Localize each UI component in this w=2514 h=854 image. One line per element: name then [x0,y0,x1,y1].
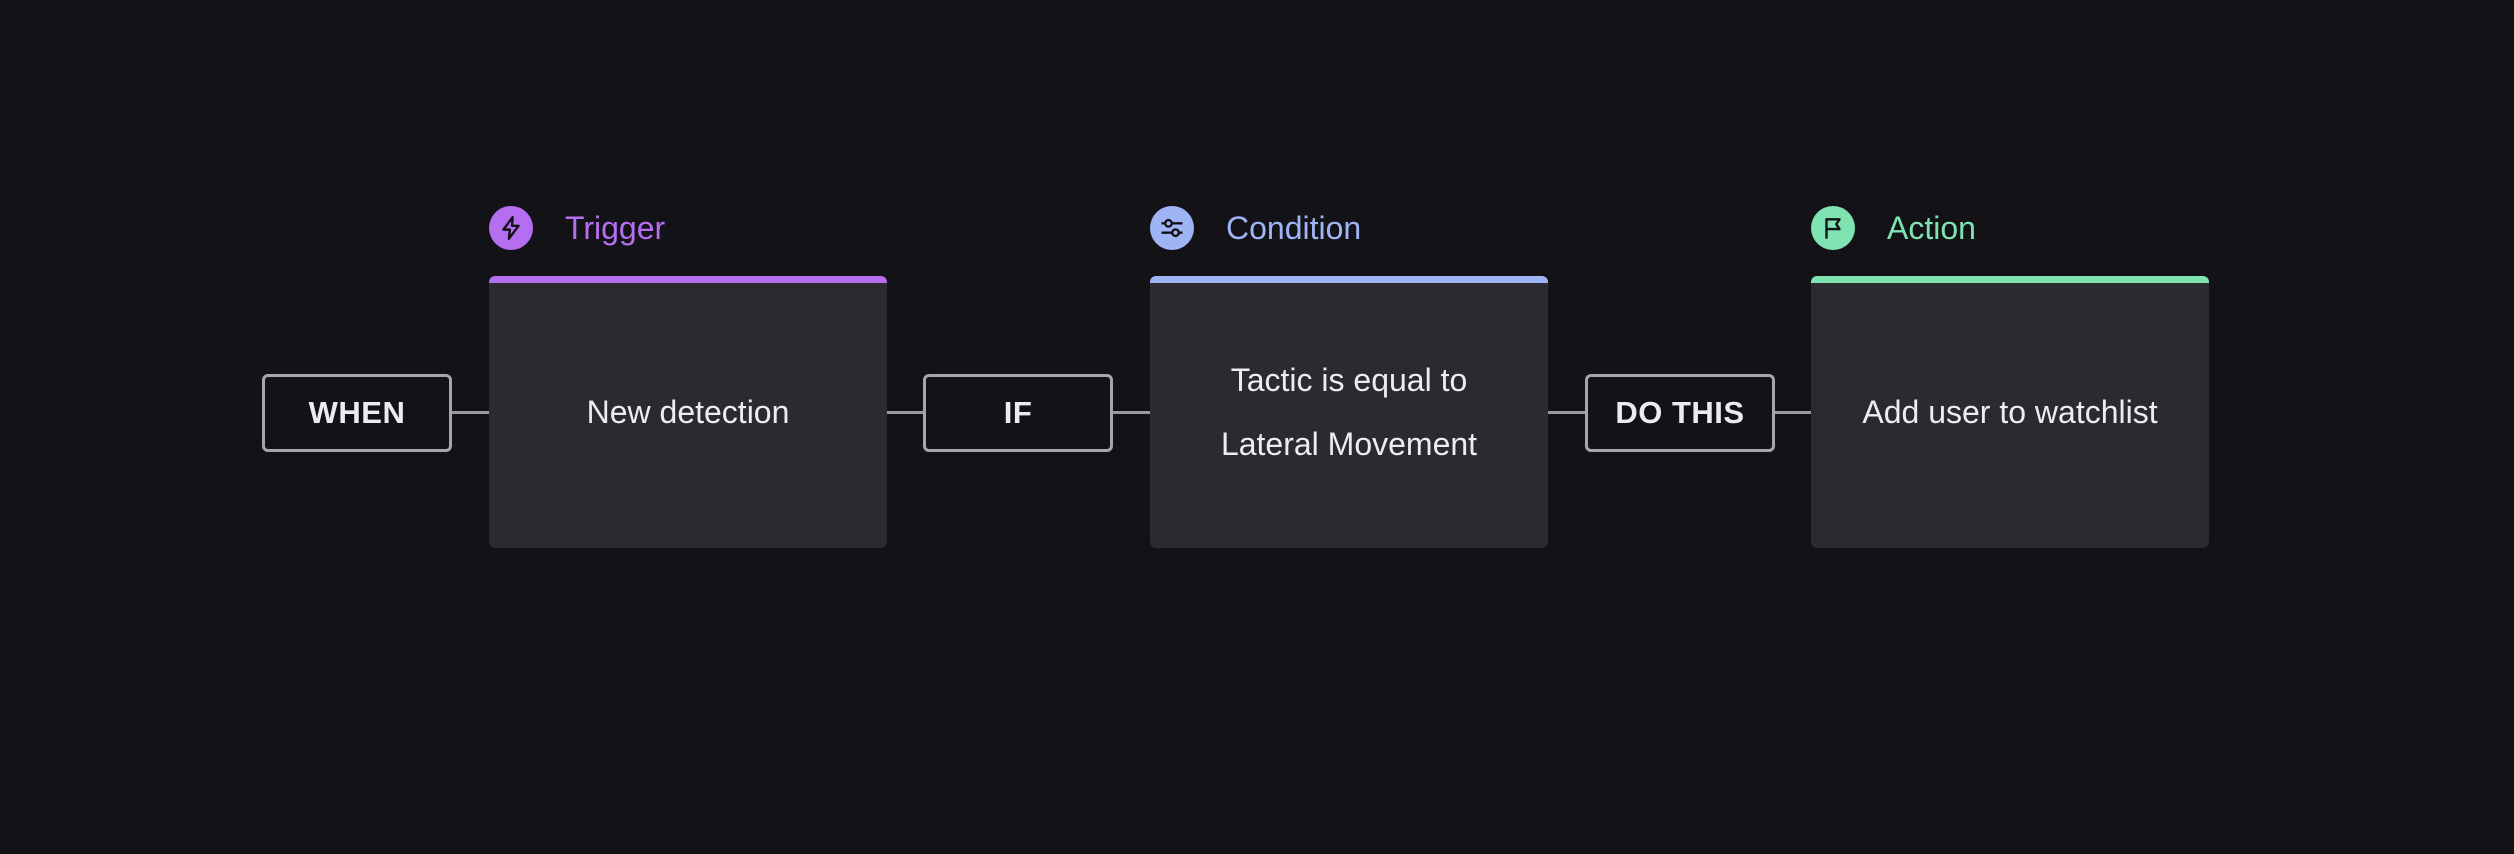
trigger-text: New detection [586,394,790,430]
condition-accent-bar [1150,276,1548,283]
condition-text: Tactic is equal to Lateral Movement [1220,362,1478,462]
connector-line [886,411,924,414]
lightning-bolt-icon [489,206,533,250]
condition-title: Condition [1226,209,1362,246]
flag-icon [1811,206,1855,250]
connector-line [1111,411,1150,414]
condition-header: Condition [1150,203,1361,253]
connector-line [451,411,489,414]
action-text: Add user to watchlist [1862,394,2158,430]
when-label: WHEN [262,374,452,452]
action-title: Action [1887,209,1976,246]
trigger-card[interactable]: New detection [489,276,887,548]
do-this-label: DO THIS [1585,374,1775,452]
condition-card[interactable]: Tactic is equal to Lateral Movement [1150,276,1548,548]
connector-line [1773,411,1811,414]
action-header: Action [1811,203,1976,253]
action-card[interactable]: Add user to watchlist [1811,276,2209,548]
sliders-icon [1150,206,1194,250]
trigger-accent-bar [489,276,887,283]
action-accent-bar [1811,276,2209,283]
connector-line [1547,411,1585,414]
if-label: IF [923,374,1113,452]
trigger-header: Trigger [489,203,665,253]
trigger-title: Trigger [565,209,666,246]
